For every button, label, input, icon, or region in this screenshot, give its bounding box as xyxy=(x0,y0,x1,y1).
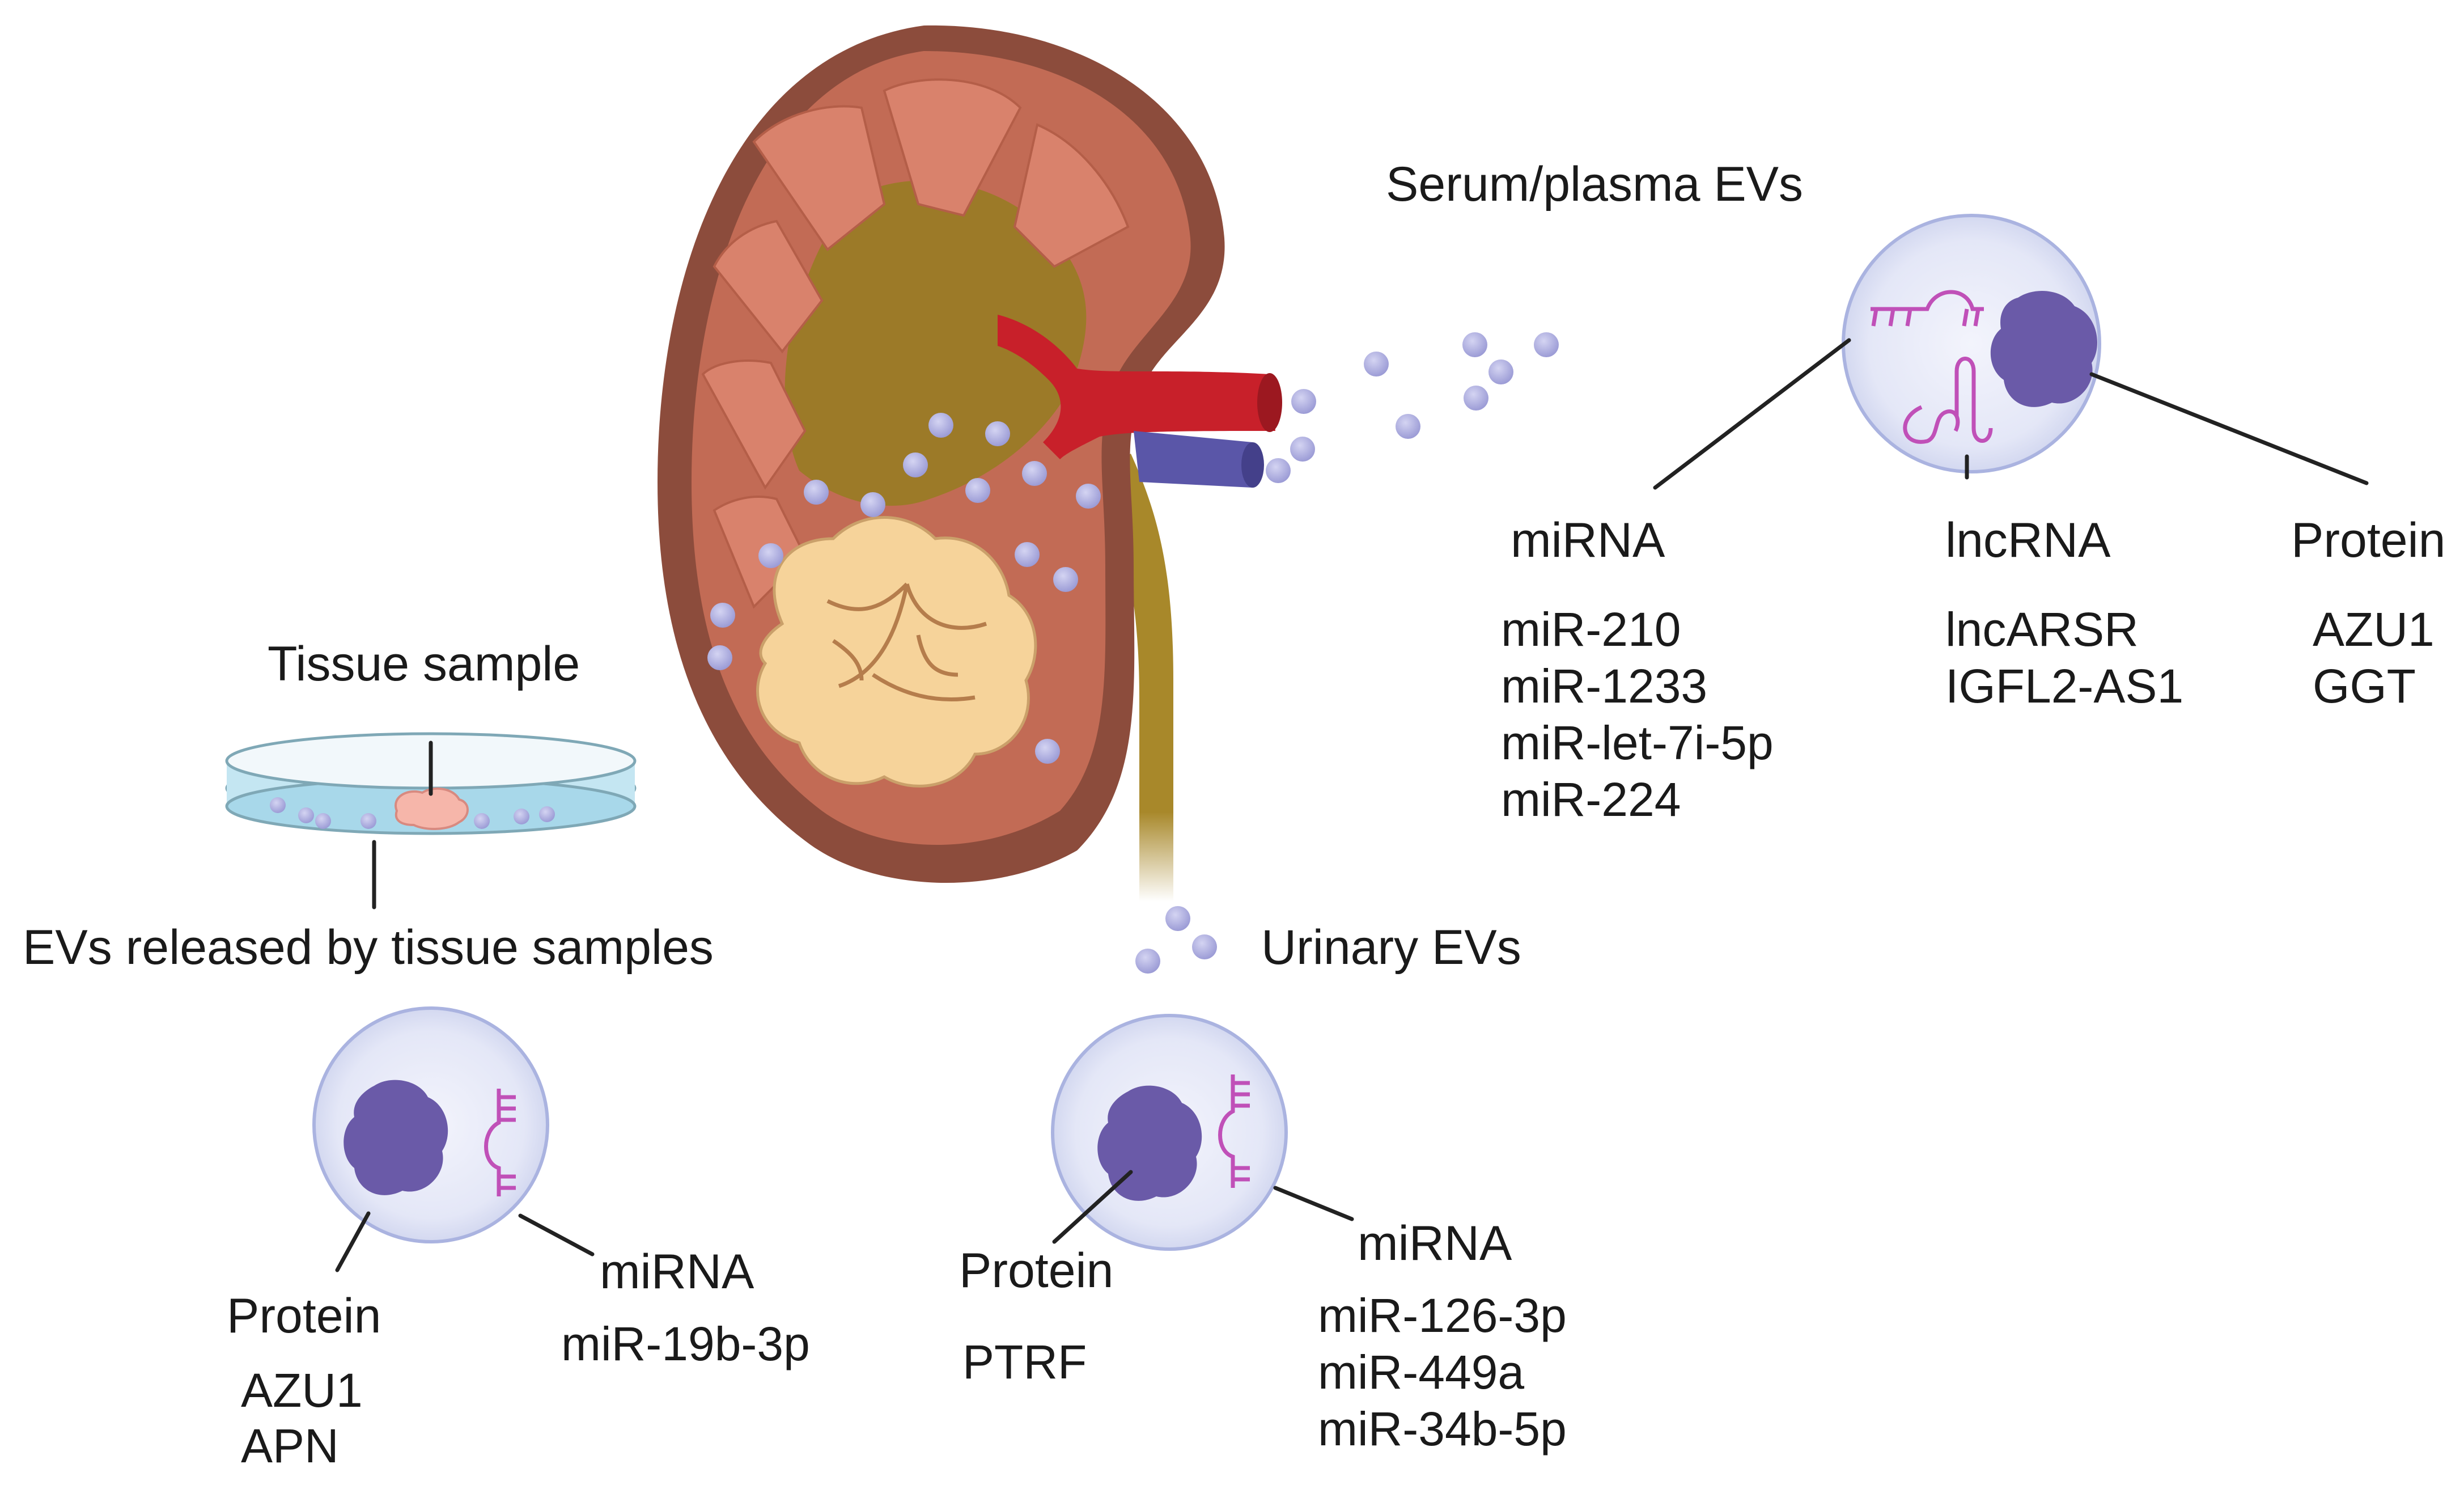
protein-icon xyxy=(1990,291,2097,407)
tumor xyxy=(756,516,1037,788)
ev-circle-tissue xyxy=(312,1006,549,1243)
serum-evs-title: Serum/plasma EVs xyxy=(1386,157,1804,211)
tissue-mirna-item: miR-19b-3p xyxy=(561,1317,810,1370)
connector-lines xyxy=(335,338,2369,1272)
ev-particle xyxy=(1192,934,1217,959)
tissue-protein-heading: Protein xyxy=(227,1289,381,1343)
ev-particle xyxy=(707,645,732,670)
vein-end xyxy=(1241,442,1264,488)
tissue-protein-item: AZU1 xyxy=(241,1364,363,1417)
ev-particle xyxy=(1291,389,1316,414)
ev-particle xyxy=(1035,739,1060,764)
serum-protein-item: GGT xyxy=(2313,659,2416,713)
serum-protein-item: AZU1 xyxy=(2313,603,2435,656)
urinary-mirna-item: miR-126-3p xyxy=(1318,1289,1567,1342)
ev-particle xyxy=(710,603,735,628)
renal-pelvis xyxy=(784,180,1087,506)
ev-particle xyxy=(928,413,953,438)
serum-mirna-heading: miRNA xyxy=(1511,513,1665,568)
serum-lncrna-item: IGFL2-AS1 xyxy=(1945,659,2184,713)
urinary-mirna-item: miR-34b-5p xyxy=(1318,1402,1567,1456)
ev-particle xyxy=(514,809,529,824)
ev-particle xyxy=(1015,542,1040,567)
ev-particle xyxy=(315,813,331,829)
ev-particle xyxy=(474,813,490,829)
ev-particle xyxy=(1464,386,1488,411)
serum-protein-heading: Protein xyxy=(2291,513,2446,568)
tissue-sample-label: Tissue sample xyxy=(268,637,580,691)
ev-particle xyxy=(1022,461,1047,486)
tissue-evs-label: EVs released by tissue samples xyxy=(23,920,714,975)
urinary-protein-item: PTRF xyxy=(962,1335,1087,1389)
protein-icon xyxy=(1097,1085,1202,1201)
ev-particle xyxy=(804,480,829,505)
serum-mirna-item: miR-1233 xyxy=(1501,659,1708,713)
ev-particle xyxy=(1396,414,1420,439)
urinary-protein-heading: Protein xyxy=(959,1243,1114,1298)
ev-particle xyxy=(298,807,314,823)
ev-particle xyxy=(1266,458,1291,483)
serum-lncrna-item: lncARSR xyxy=(1945,603,2139,656)
ev-particle xyxy=(985,421,1010,446)
protein-icon xyxy=(343,1080,448,1195)
ev-particle xyxy=(903,452,928,477)
ev-particle xyxy=(539,806,555,822)
ev-particle xyxy=(758,543,783,568)
renal-artery xyxy=(998,315,1275,459)
tissue-mirna-heading: miRNA xyxy=(600,1245,754,1299)
ev-particle xyxy=(1165,906,1190,931)
ev-particle xyxy=(1135,949,1160,974)
serum-mirna-item: miR-224 xyxy=(1501,773,1681,826)
urinary-mirna-heading: miRNA xyxy=(1358,1216,1512,1271)
artery-end xyxy=(1257,373,1282,432)
serum-mirna-item: miR-210 xyxy=(1501,603,1681,656)
mirna-icon xyxy=(1871,290,1984,327)
ev-particle xyxy=(1534,332,1559,357)
lncrna-icon xyxy=(1903,357,1993,444)
ev-particle xyxy=(270,797,286,813)
ev-particle xyxy=(860,492,885,517)
ev-particle xyxy=(1290,437,1315,462)
ev-particle xyxy=(1053,567,1078,592)
ev-particle xyxy=(1462,332,1487,357)
ev-particle xyxy=(1364,352,1389,376)
kidney-illustration xyxy=(658,25,1282,902)
tissue-blob xyxy=(395,787,469,830)
mirna-icon xyxy=(484,1089,516,1196)
ev-particle xyxy=(1076,484,1101,509)
ureter xyxy=(1097,454,1173,902)
ev-particle xyxy=(361,813,376,829)
ev-particle xyxy=(965,478,990,503)
ev-particles xyxy=(270,332,1559,974)
tumor-folds xyxy=(826,582,987,702)
ev-particle xyxy=(1488,359,1513,384)
ev-circle-serum xyxy=(1842,214,2101,473)
urinary-evs-title: Urinary EVs xyxy=(1261,920,1521,975)
urinary-mirna-item: miR-449a xyxy=(1318,1346,1525,1399)
serum-mirna-item: miR-let-7i-5p xyxy=(1501,716,1774,769)
serum-lncrna-heading: lncRNA xyxy=(1945,513,2111,568)
tissue-protein-item: APN xyxy=(241,1419,339,1473)
mirna-icon xyxy=(1218,1074,1250,1188)
renal-vein xyxy=(1134,431,1253,488)
ev-circle-urinary xyxy=(1051,1014,1288,1251)
